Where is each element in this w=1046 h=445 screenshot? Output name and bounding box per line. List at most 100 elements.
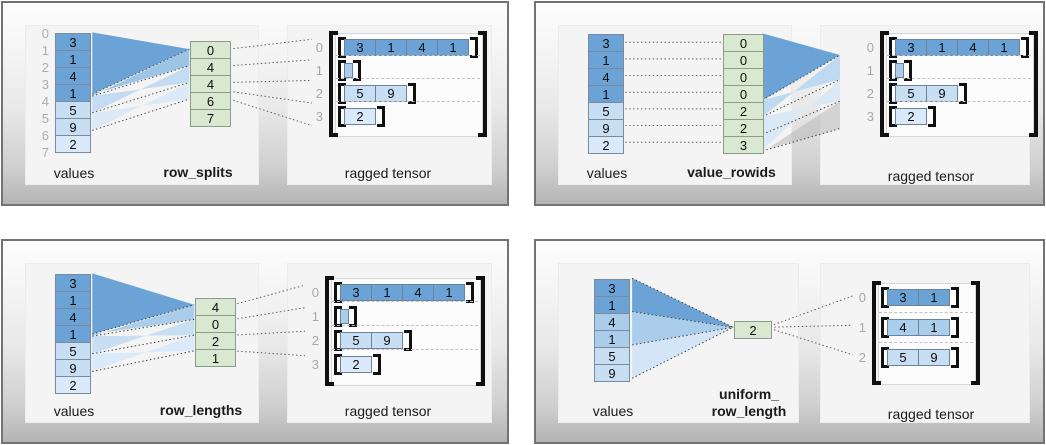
ragged-row-index: 3 [866,108,874,124]
outer-bracket-left [329,31,338,137]
encoding-caption-4-l1: uniform_ [719,386,779,402]
ragged-value-cell: 1 [375,39,407,56]
inner-bracket-right [951,347,959,368]
value-index-label: 5 [41,111,49,126]
row-separator [887,101,1031,102]
inner-bracket-left [338,83,346,104]
value-cell: 4 [55,308,91,326]
row-separator [887,55,1031,56]
ragged-value-cell: 9 [926,85,958,102]
encoding-cell: 0 [723,51,764,69]
ragged-value-cell: 3 [895,39,927,56]
ragged-value-cell: 2 [344,108,376,125]
value-cell: 5 [594,347,630,365]
outer-bracket-left [872,281,881,385]
ragged-value-cell: 5 [887,349,919,366]
inner-bracket-right [377,106,385,127]
ragged-row-index: 1 [858,319,866,335]
value-cell: 1 [55,84,91,102]
value-index-label: 6 [41,128,49,143]
ragged-value-cell: 9 [375,85,407,102]
value-index-label: 1 [41,43,49,58]
value-cell: 1 [55,325,91,343]
outer-bracket-left [325,276,334,386]
ragged-row-index: 2 [311,332,319,348]
row-separator [336,101,480,102]
ragged-value-cell: 5 [340,332,372,349]
encoding-cell: 0 [723,68,764,86]
outer-bracket-right [971,281,980,385]
ragged-value-cell: 4 [402,284,434,301]
ragged-value-cell: 1 [371,284,403,301]
ragged-value-cell: 2 [340,356,372,373]
encoding-cell: 2 [723,102,764,120]
ragged-row-index: 2 [315,85,323,101]
value-cell: 5 [588,102,624,120]
ragged-value-cell: 3 [887,289,919,306]
row-separator [336,78,480,79]
encoding-caption-2: value_rowids [687,164,776,180]
encoding-caption-1: row_splits [163,164,233,180]
value-index-label: 2 [41,60,49,75]
value-cell: 9 [588,119,624,137]
inner-bracket-right [404,330,412,351]
encoding-cell: 1 [195,349,236,367]
ragged-caption-3: ragged tensor [344,403,432,419]
outer-bracket-right [1029,31,1038,137]
row-separator [879,312,973,313]
ragged-row-index: 1 [311,308,319,324]
ragged-value-cell: 9 [918,349,950,366]
value-cell: 3 [55,33,91,51]
row-separator [887,78,1031,79]
inner-bracket-right [904,60,912,81]
inner-bracket-right [353,60,361,81]
ragged-value-cell: 3 [340,284,372,301]
ragged-value-cell: 1 [437,39,469,56]
value-cell: 9 [55,118,91,136]
ragged-value-cell: 3 [344,39,376,56]
inner-bracket-right [408,83,416,104]
values-caption-3: values [53,403,95,419]
ragged-value-cell: 4 [957,39,989,56]
encoding-caption-4-l2: row_length [711,403,787,419]
row-separator [332,301,478,302]
inner-bracket-left [889,60,897,81]
encoding-cell: 0 [190,41,231,59]
encoding-cell: 2 [734,321,772,339]
encoding-cell: 0 [195,315,236,333]
value-cell: 4 [588,68,624,86]
ragged-row-index: 0 [315,39,323,55]
encoding-cell: 4 [195,298,236,316]
inner-bracket-right [928,106,936,127]
ragged-row-index: 2 [858,349,866,365]
ragged-row-index: 0 [866,39,874,55]
value-index-label: 3 [41,77,49,92]
row-separator [336,55,480,56]
inner-bracket-left [881,347,889,368]
values-caption-4: values [592,403,634,419]
encoding-cell: 0 [723,85,764,103]
inner-bracket-left [338,60,346,81]
ragged-value-cell: 2 [895,108,927,125]
inner-bracket-right [1021,37,1029,58]
value-cell: 1 [588,51,624,69]
value-cell: 3 [588,34,624,52]
value-cell: 9 [594,364,630,382]
ragged-row-index: 3 [315,108,323,124]
ragged-value-cell: 5 [344,85,376,102]
outer-bracket-right [478,31,487,137]
empty-row-marker [340,309,349,324]
inner-bracket-left [881,287,889,308]
ragged-caption-4: ragged tensor [887,406,975,422]
inner-bracket-left [881,317,889,338]
ragged-row-index: 1 [315,62,323,78]
value-cell: 3 [594,279,630,297]
ragged-row-index: 3 [311,356,319,372]
ragged-value-cell: 1 [988,39,1020,56]
inner-bracket-right [470,37,478,58]
value-index-label: 0 [41,26,49,41]
value-cell: 1 [55,50,91,68]
